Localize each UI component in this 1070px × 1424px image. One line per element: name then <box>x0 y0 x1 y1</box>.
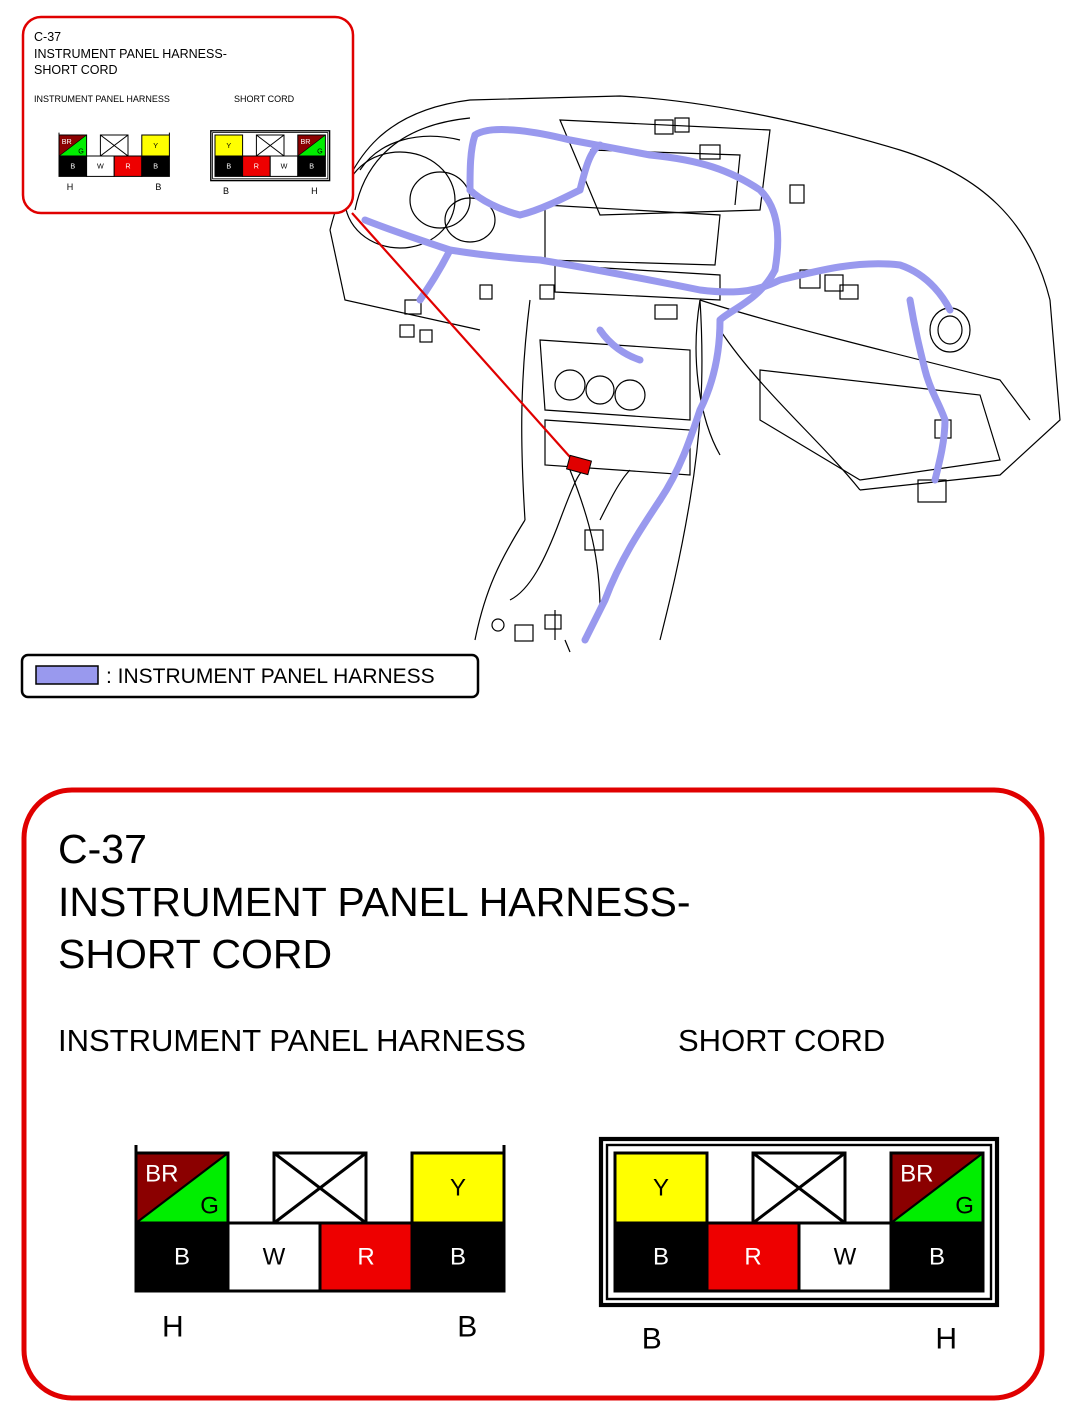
small-right-connector-top-cavity-3-divider <box>297 134 326 157</box>
small-left-connector-top-cavity-1-code-a: BR <box>62 137 72 146</box>
small-right-connector-bottom-cavity-4-code: B <box>309 162 314 171</box>
small-left-connector-bottom-cavity-4-code: B <box>153 162 158 171</box>
connector-c37-location-marker <box>565 454 593 476</box>
small-title-line1: INSTRUMENT PANEL HARNESS- <box>34 47 227 61</box>
small-left-connector-bottom-cavity-4 <box>141 155 170 177</box>
right-connector-bottom-cavity-4-code: B <box>929 1244 945 1271</box>
right-connector-bottom-cavity-1-code: B <box>653 1244 669 1271</box>
small-left-connector-bottom-cavity-1-code: B <box>70 162 75 171</box>
small-right-connector-terminal-label-left: B <box>223 186 229 196</box>
small-right-connector-top-cavity-2-cross-b <box>256 134 285 157</box>
small-title-line2: SHORT CORD <box>34 63 118 77</box>
small-right-connector-top-cavity-3-code-b: G <box>317 146 323 155</box>
title-line2: SHORT CORD <box>58 931 332 977</box>
small-right-connector-label: SHORT CORD <box>234 94 295 104</box>
right-connector-top-cavity-2-cross-b <box>752 1151 846 1225</box>
small-left-connector-top-cavity-3-code: Y <box>153 141 158 150</box>
small-right-connector-top-cavity-3-code-a: BR <box>301 137 311 146</box>
left-connector-top-cavity-1-divider <box>135 1152 229 1224</box>
small-left-connector-bottom-cavity-3-code: R <box>125 162 130 171</box>
right-connector-bottom-cavity-4 <box>889 1221 985 1293</box>
title-line1: INSTRUMENT PANEL HARNESS- <box>58 879 691 925</box>
small-right-connector-terminal-label-right: H <box>311 186 318 196</box>
right-connector-bottom-cavity-2 <box>705 1221 801 1293</box>
left-connector-top-cavity-1-code-a: BR <box>145 1161 178 1188</box>
left-connector-bottom-cavity-2-code: W <box>263 1244 286 1271</box>
callout-pointer-line <box>351 212 579 467</box>
small-left-connector-terminal-label-left: H <box>67 182 74 192</box>
right-connector-top-cavity-1-code: Y <box>653 1175 669 1202</box>
small-left-connector-top-cavity-2-cross-b <box>100 134 129 157</box>
right-connector-bottom-cavity-3 <box>797 1221 893 1293</box>
right-connector-bottom-cavity-2-code: R <box>744 1244 761 1271</box>
legend: : INSTRUMENT PANEL HARNESS <box>20 653 480 699</box>
dashboard-illustration <box>329 95 1061 653</box>
left-connector-top-cavity-3-code: Y <box>450 1175 466 1202</box>
right-connector-top-cavity-3-code-b: G <box>955 1193 974 1220</box>
left-connector-terminal-label-right: B <box>457 1311 477 1344</box>
left-connector-bottom-cavity-4-code: B <box>450 1244 466 1271</box>
right-connector-housing-inner <box>605 1143 993 1301</box>
small-left-connector: BR G Y B W R B H B <box>58 132 170 192</box>
small-right-connector-bottom-cavity-2-code: R <box>254 162 259 171</box>
small-right-connector-housing-inner <box>212 132 329 180</box>
small-right-connector-bottom-cavity-3-code: W <box>281 162 288 171</box>
small-right-connector-bottom-cavity-4 <box>297 155 326 177</box>
left-connector-top-cavity-1-code-b: G <box>200 1193 219 1220</box>
large-callout-box: C-37 INSTRUMENT PANEL HARNESS- SHORT COR… <box>21 787 1045 1401</box>
small-right-connector-top-cavity-1-code: Y <box>226 141 231 150</box>
legend-harness-swatch <box>35 665 99 685</box>
left-connector-bottom-cavity-4 <box>410 1221 506 1293</box>
right-connector-terminal-label-right: H <box>935 1323 957 1356</box>
left-connector-bottom-cavity-1-code: B <box>174 1244 190 1271</box>
right-connector-housing <box>598 1136 1000 1308</box>
connector-id: C-37 <box>58 826 147 872</box>
left-connector-bottom-cavity-3-code: R <box>357 1244 374 1271</box>
left-connector-terminal-label-left: H <box>162 1311 184 1344</box>
small-left-connector-top-cavity-1-divider <box>58 134 87 157</box>
right-connector-bottom-cavity-3-code: W <box>834 1244 857 1271</box>
right-connector-terminal-label-left: B <box>642 1323 662 1356</box>
small-callout-box: C-37 INSTRUMENT PANEL HARNESS- SHORT COR… <box>21 15 355 215</box>
left-connector: BR G Y B W R B H B <box>134 1145 506 1344</box>
right-connector-top-cavity-3-divider <box>890 1152 984 1224</box>
small-left-connector-bottom-cavity-2-code: W <box>97 162 104 171</box>
left-connector-top-cavity-2-cross-b <box>273 1151 367 1225</box>
small-right-connector-housing <box>210 130 331 182</box>
left-connector-label: INSTRUMENT PANEL HARNESS <box>58 1023 526 1058</box>
right-connector-label: SHORT CORD <box>678 1023 885 1058</box>
small-left-connector-top-cavity-1-code-b: G <box>78 146 84 155</box>
small-connector-id: C-37 <box>34 30 61 44</box>
small-left-connector-label: INSTRUMENT PANEL HARNESS <box>34 94 170 104</box>
instrument-panel-harness-route <box>361 126 954 644</box>
small-left-connector-terminal-label-right: B <box>155 182 161 192</box>
small-right-connector-bottom-cavity-1-code: B <box>226 162 231 171</box>
right-connector-top-cavity-3-code-a: BR <box>900 1161 933 1188</box>
legend-label: : INSTRUMENT PANEL HARNESS <box>106 665 435 688</box>
